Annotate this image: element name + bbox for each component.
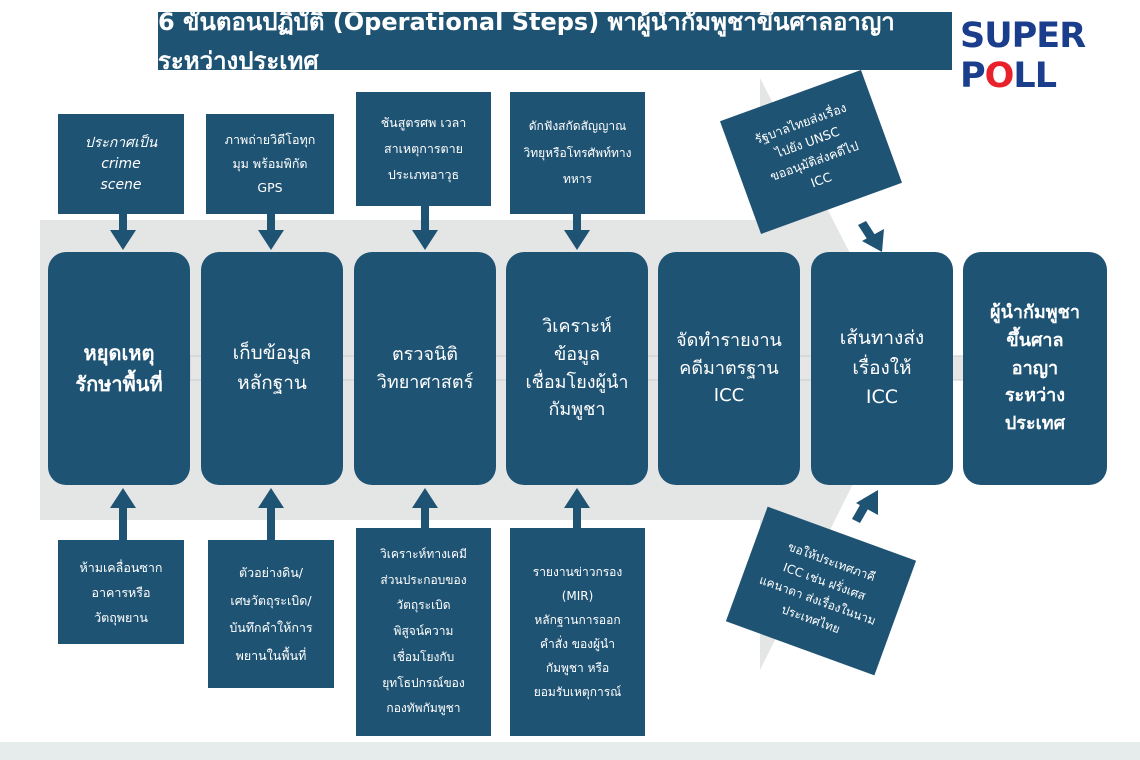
step-3-forensics: ตรวจนิติ วิทยาศาสตร์: [354, 252, 496, 485]
diagram-title: 6 ขั้นตอนปฏิบัติ (Operational Steps) พาผ…: [158, 8, 895, 75]
bottom-note-preserve-site: ห้ามเคลื่อนซาก อาคารหรือ วัตถุพยาน: [58, 540, 184, 644]
step-6-icc-referral: เส้นทางส่ง เรื่องให้ ICC: [811, 252, 953, 485]
title-banner: 6 ขั้นตอนปฏิบัติ (Operational Steps) พาผ…: [158, 8, 952, 75]
bottom-note-intelligence: รายงานข่าวกรอง (MIR) หลักฐานการออก คำสั่…: [510, 528, 645, 736]
top-note-photo-video: ภาพถ่ายวิดีโอทุก มุม พร้อมพิกัด GPS: [206, 114, 334, 214]
footer-strip: [0, 742, 1140, 760]
bottom-note-samples: ตัวอย่างดิน/ เศษวัตถุระเบิด/ บันทึกคำให้…: [208, 540, 334, 688]
super-poll-logo: SUPER POLL: [960, 16, 1086, 96]
bottom-note-chemical-analysis: วิเคราะห์ทางเคมี ส่วนประกอบของ วัตถุระเบ…: [356, 528, 491, 736]
step-5-icc-report: จัดทำรายงาน คดีมาตรฐาน ICC: [658, 252, 800, 485]
step-1-stop-incident: หยุดเหตุ รักษาพื้นที่: [48, 252, 190, 485]
top-note-crime-scene: ประกาศเป็น crime scene: [58, 114, 184, 214]
step-7-court-outcome: ผู้นำกัมพูชา ขึ้นศาล อาญา ระหว่าง ประเทศ: [963, 252, 1107, 485]
step-2-collect-evidence: เก็บข้อมูล หลักฐาน: [201, 252, 343, 485]
step-4-analyze-data: วิเคราะห์ ข้อมูล เชื่อมโยงผู้นำ กัมพูชา: [506, 252, 648, 485]
top-note-autopsy: ชันสูตรศพ เวลา สาเหตุการตาย ประเภทอาวุธ: [356, 92, 491, 206]
top-note-intercept: ดักฟังสกัดสัญญาณ วิทยุหรือโทรศัพท์ทาง ทห…: [510, 92, 645, 214]
